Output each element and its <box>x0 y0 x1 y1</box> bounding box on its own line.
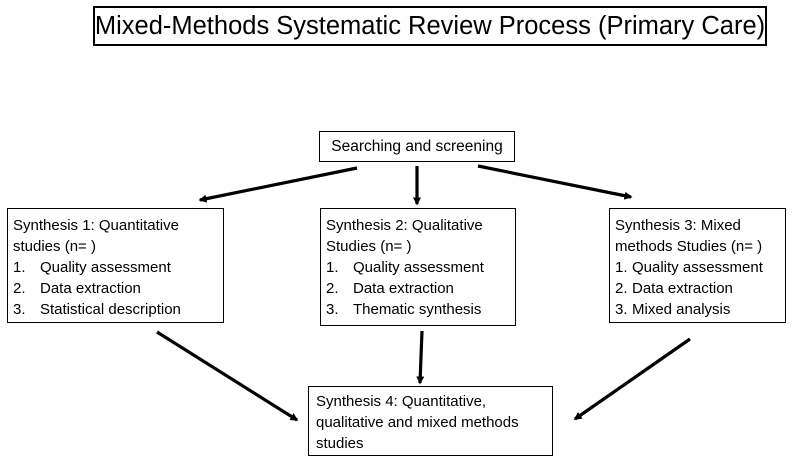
synthesis-2-steps: 1. Quality assessment 2. Data extraction 3… <box>326 257 511 320</box>
arrow-synthesis-2-to-synthesis-4 <box>416 330 425 385</box>
step-number: 1. <box>326 259 339 276</box>
arrow-search-to-synthesis-1 <box>198 166 358 203</box>
arrow-synthesis-1-to-synthesis-4 <box>156 330 299 422</box>
synthesis-3-box: Synthesis 3: Mixed methods Studies (n= )… <box>609 208 786 323</box>
synthesis-2-step: 3. Thematic synthesis <box>326 299 511 320</box>
step-number: 2. <box>326 280 339 297</box>
diagram-title-box: Mixed-Methods Systematic Review Process … <box>93 6 767 46</box>
step-number: 1. <box>13 259 26 276</box>
synthesis-3-step: 2.Data extraction <box>615 278 781 299</box>
step-text: Statistical description <box>40 301 181 318</box>
step-text: Data extraction <box>632 280 733 297</box>
step-text: Thematic synthesis <box>353 301 482 318</box>
step-number: 2. <box>615 280 628 297</box>
synthesis-3-step: 3.Mixed analysis <box>615 299 781 320</box>
step-text: Quality assessment <box>40 259 171 276</box>
step-number: 3. <box>13 301 26 318</box>
step-number: 2. <box>13 280 26 297</box>
synthesis-4-heading: Synthesis 4: Quantitative, qualitative a… <box>316 393 519 452</box>
synthesis-1-step: 3. Statistical description <box>13 299 219 320</box>
step-number: 3. <box>615 301 628 318</box>
synthesis-1-heading: Synthesis 1: Quantitative studies (n= ) <box>13 217 179 255</box>
step-number: 1. <box>615 259 628 276</box>
synthesis-3-steps: 1.Quality assessment 2.Data extraction 3… <box>615 257 781 320</box>
synthesis-1-step: 1. Quality assessment <box>13 257 219 278</box>
searching-screening-box: Searching and screening <box>319 131 515 162</box>
synthesis-1-box: Synthesis 1: Quantitative studies (n= ) … <box>7 208 224 323</box>
synthesis-3-step: 1.Quality assessment <box>615 257 781 278</box>
step-text: Mixed analysis <box>632 301 731 318</box>
step-text: Quality assessment <box>632 259 763 276</box>
synthesis-2-step: 1. Quality assessment <box>326 257 511 278</box>
step-text: Data extraction <box>40 280 141 297</box>
arrow-synthesis-3-to-synthesis-4 <box>573 337 691 421</box>
synthesis-4-box: Synthesis 4: Quantitative, qualitative a… <box>308 386 553 456</box>
synthesis-2-step: 2. Data extraction <box>326 278 511 299</box>
synthesis-1-step: 2. Data extraction <box>13 278 219 299</box>
diagram-title: Mixed-Methods Systematic Review Process … <box>94 11 766 40</box>
synthesis-3-heading: Synthesis 3: Mixed methods Studies (n= ) <box>615 217 763 255</box>
step-text: Data extraction <box>353 280 454 297</box>
step-number: 3. <box>326 301 339 318</box>
arrow-search-to-synthesis-3 <box>477 164 633 200</box>
synthesis-2-box: Synthesis 2: Qualitative Studies (n= ) 1… <box>320 208 516 326</box>
synthesis-2-heading: Synthesis 2: Qualitative Studies (n= ) <box>326 217 483 255</box>
step-text: Quality assessment <box>353 259 484 276</box>
searching-screening-label: Searching and screening <box>331 137 503 155</box>
synthesis-1-steps: 1. Quality assessment 2. Data extraction 3… <box>13 257 219 320</box>
